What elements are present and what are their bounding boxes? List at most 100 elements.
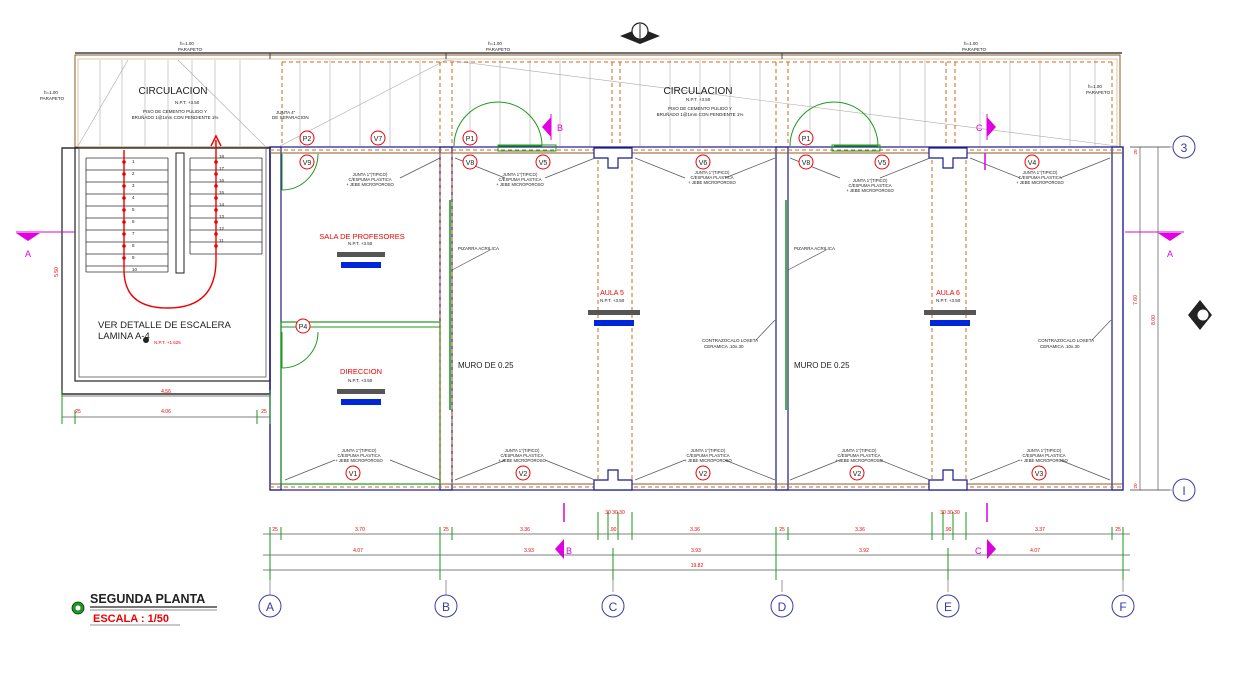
svg-text:V1: V1 (349, 471, 358, 478)
joint-note-0-1: JUNTA 1"(TIPICO) (353, 172, 388, 177)
room-aula-5: AULA 5 (600, 290, 624, 297)
tag-p1: P1 (462, 130, 478, 146)
tag-v8: V8 (798, 154, 814, 170)
dim-row2-2: 3.93 (691, 548, 701, 554)
parapet-label-2: PARAPETO (486, 47, 511, 52)
joint-note-1-2: C/ESPUMA PLASTICA (498, 177, 541, 182)
joint-note-2-3: + JEBE MICROPOROSO (688, 180, 736, 185)
wall-note-1: MURO DE 0.25 (458, 361, 514, 370)
svg-text:P1: P1 (466, 136, 475, 143)
tag-v3: V3 (1031, 465, 1047, 481)
dim-stair-sub-2: 25 (261, 409, 267, 415)
axis-bubble-A: A (258, 594, 282, 618)
stair-note-2: LAMINA A-4 (98, 331, 150, 342)
svg-text:D: D (778, 600, 787, 614)
dim-col-a: 30 30 30 (605, 510, 625, 516)
dim-row1-6: 3.36 (855, 527, 865, 533)
dim-row1-5: 25 (779, 527, 785, 533)
axis-bubble-E: E (936, 594, 960, 618)
dim-row1-2: 25 (443, 527, 449, 533)
dim-row2-1: 3.93 (524, 548, 534, 554)
stair-step-2: 2 (132, 171, 135, 176)
stair-step-11: 11 (219, 238, 224, 243)
svg-text:3: 3 (1181, 141, 1188, 155)
joint-note-2-1: JUNTA 1"(TIPICO) (695, 170, 730, 175)
svg-text:V6: V6 (699, 160, 708, 167)
dim-row1-8: 25 (1115, 527, 1121, 533)
stair-step-8: 8 (132, 243, 135, 248)
svg-text:P4: P4 (299, 324, 308, 331)
dim-90-b: .90 (945, 527, 952, 533)
svg-text:C: C (609, 600, 618, 614)
joint-note-8-1: JUNTA 1"(TIPICO) (842, 448, 877, 453)
joint-note-5-2: C/ESPUMA PLASTICA (337, 453, 380, 458)
corridor-floor-left-2: BRUÑADO 1@1mm CON PENDIENTE 1% (132, 114, 219, 120)
aula6-npt: N.P.T. +3.50 (936, 298, 961, 303)
joint-note-7-3: + JEBE MICROPOROSO (684, 458, 732, 463)
corridor-label-left: CIRCULACION (139, 86, 208, 97)
baseboard-note-2a: CONTRAZOCALO LOSETA (1038, 338, 1094, 343)
joint-note-6-3: + JEBE MICROPOROSO (498, 458, 546, 463)
section-b-bottom-icon: B (555, 503, 572, 559)
room-sala-profesores: SALA DE PROFESORES (319, 232, 404, 241)
joint-note-4-3: + JEBE MICROPOROSO (1016, 180, 1064, 185)
joint-note-4-1: JUNTA 1"(TIPICO) (1023, 170, 1058, 175)
svg-text:P1: P1 (802, 136, 811, 143)
stair-step-4: 4 (132, 195, 135, 200)
title-block: SEGUNDA PLANTA ESCALA : 1/50 (71, 592, 217, 626)
dim-col-b: 30 30 30 (940, 510, 960, 516)
corridor-label-right: CIRCULACION (664, 86, 733, 97)
board-note-2: PIZARRA ACRILICA (794, 246, 835, 251)
dim-row1-1: 3.70 (355, 527, 365, 533)
axis-bubble-I: I (1172, 478, 1196, 502)
wall-note-2: MURO DE 0.25 (794, 361, 850, 370)
svg-text:E: E (944, 600, 952, 614)
svg-text:V5: V5 (878, 160, 887, 167)
dim-row1-0: 25 (272, 527, 278, 533)
sala-npt: N.P.T. +3.50 (348, 241, 373, 246)
svg-text:V8: V8 (802, 160, 811, 167)
parapet-label-3: PARAPETO (962, 47, 987, 52)
dim-right-total: 8.00 (1151, 315, 1157, 325)
svg-text:B: B (442, 600, 450, 614)
corridor-floor-left-1: PISO DE CEMENTO PULIDO Y (143, 109, 207, 114)
dim-stair-sub-1: 4.06 (161, 409, 171, 415)
axis-bubble-D: D (770, 594, 794, 618)
svg-text:V2: V2 (519, 471, 528, 478)
stair-step-15: 15 (219, 190, 225, 195)
joint-note-8-3: + JEBE MICROPOROSO (835, 458, 883, 463)
tag-v7: V7 (370, 130, 386, 146)
svg-text:A: A (266, 600, 274, 614)
stair-step-13: 13 (219, 214, 225, 219)
axis-bubble-B: B (434, 594, 458, 618)
dim-row1-4: 3.36 (690, 527, 700, 533)
dim-row1-7: 3.37 (1035, 527, 1045, 533)
parapet-label-1: PARAPETO (178, 47, 203, 52)
section-c-top-label: C (976, 123, 983, 133)
dim-right-small-bottom: 20 (1133, 483, 1138, 489)
joint-note-1-1: JUNTA 1"(TIPICO) (503, 172, 538, 177)
corridor-floor-right-1: PISO DE CEMENTO PULIDO Y (668, 106, 732, 111)
section-a-right-icon: A (1125, 231, 1184, 259)
stair-step-3: 3 (132, 183, 135, 188)
tag-v9: V9 (299, 154, 315, 170)
tag-v5: V5 (874, 154, 890, 170)
stair-step-17: 17 (219, 166, 225, 171)
dim-row2-4: 4.07 (1030, 548, 1040, 554)
stair-step-1: 1 (132, 159, 135, 164)
stair-npt: N.P.T. +1.625 (154, 340, 181, 345)
section-b-top-icon: B (542, 114, 563, 140)
svg-text:F: F (1119, 600, 1126, 614)
grid-axes: A B C D E F 3I (258, 135, 1196, 618)
svg-text:V5: V5 (539, 160, 548, 167)
section-c-bottom-label: C (975, 546, 982, 556)
axis-bubble-F: F (1111, 594, 1135, 618)
dim-row2-3: 3.92 (859, 548, 869, 554)
joint-separation-2: DE SEPARACION (272, 115, 309, 120)
section-b-top-label: B (557, 123, 563, 133)
joint-separation-1: JUNTA 4" (276, 110, 296, 115)
